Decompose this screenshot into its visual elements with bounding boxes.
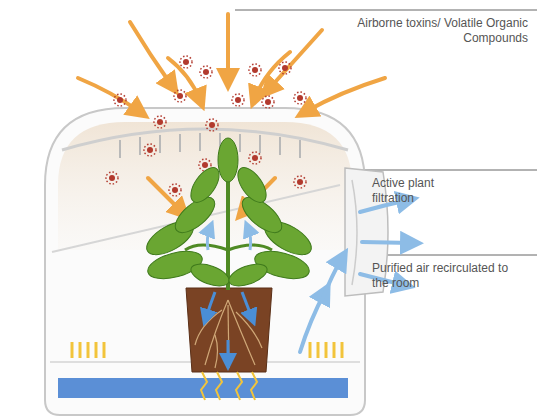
grille-slits xyxy=(120,133,300,158)
toxin-arrows xyxy=(78,14,385,212)
housing xyxy=(45,108,365,415)
vent-curve xyxy=(352,180,357,285)
root-flow-arrows xyxy=(206,292,252,362)
air-haze xyxy=(58,122,352,250)
top-grille xyxy=(62,129,348,150)
callout-label: Active plant filtration xyxy=(372,176,464,206)
roots xyxy=(195,300,262,368)
plant xyxy=(141,138,316,290)
leaf-flow-arrows xyxy=(207,228,250,250)
plant-pot xyxy=(186,288,272,372)
callout-label: Airborne toxins/ Volatile Organic Compou… xyxy=(353,16,528,46)
wick-lines xyxy=(201,372,257,400)
callout-label: Purified air recirculated to the room xyxy=(372,261,522,291)
